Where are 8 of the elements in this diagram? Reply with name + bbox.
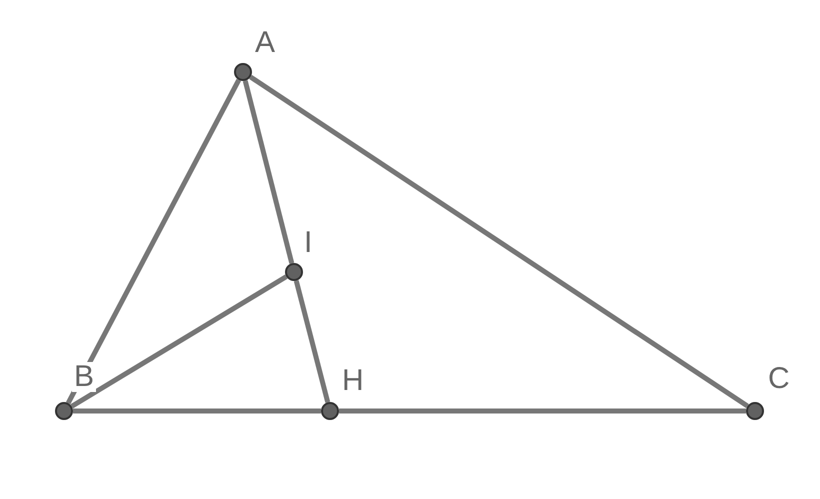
line-segment bbox=[294, 280, 330, 403]
line-segment bbox=[66, 78, 241, 404]
line-segment bbox=[242, 80, 294, 264]
line-segment bbox=[70, 274, 288, 408]
line-segment bbox=[73, 408, 321, 414]
point-label: B bbox=[72, 362, 96, 392]
line-segment bbox=[249, 74, 749, 408]
line-segment bbox=[339, 408, 746, 414]
